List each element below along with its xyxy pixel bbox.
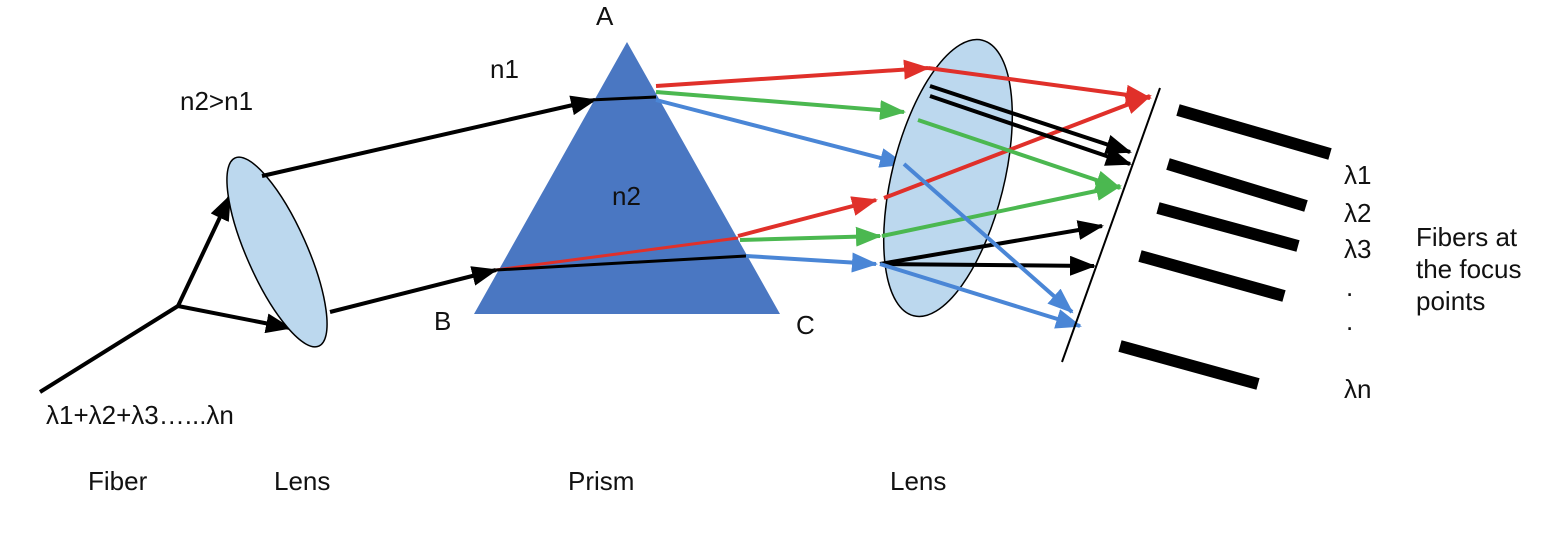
prism-internal-ray-red xyxy=(495,236,739,272)
output-fiber-4 xyxy=(1138,250,1286,302)
bottom-blue-ray xyxy=(745,252,878,273)
focus-black-ray-4 xyxy=(879,255,1096,276)
focus-black-ray-1 xyxy=(929,84,1132,154)
collimated-ray-lower xyxy=(329,266,498,314)
index-condition-label: n2>n1 xyxy=(180,86,253,116)
vertex-a-label: A xyxy=(596,1,614,31)
focus-black-ray-2 xyxy=(929,94,1132,166)
lens1-caption: Lens xyxy=(274,466,330,496)
wavelength-1-label: λ1 xyxy=(1344,160,1371,190)
focal-plane-line xyxy=(1061,87,1161,363)
focus-black-ray-3 xyxy=(879,220,1104,266)
focus-red-ray-1 xyxy=(927,66,1152,105)
output-fiber-1 xyxy=(1176,104,1332,160)
input-ray-upper xyxy=(176,194,232,307)
fiber-caption: Fiber xyxy=(88,466,148,496)
focus-green-ray-2 xyxy=(881,181,1122,238)
prism xyxy=(474,42,780,314)
bottom-red-ray xyxy=(737,196,878,238)
focus-blue-ray-1 xyxy=(902,162,1074,314)
prism-caption: Prism xyxy=(568,466,634,496)
output-fiber-3 xyxy=(1156,202,1300,252)
vertex-b-label: B xyxy=(434,306,451,336)
focus-green-ray-1 xyxy=(917,118,1122,190)
input-fiber-line xyxy=(38,304,180,394)
collimating-lens xyxy=(226,156,328,348)
focus-blue-ray-2 xyxy=(879,262,1082,329)
focus-red-ray-2 xyxy=(883,94,1152,200)
fibers-caption-line3: points xyxy=(1416,286,1485,316)
n2-label: n2 xyxy=(612,181,641,211)
fibers-caption-line1: Fibers at xyxy=(1416,222,1518,252)
bottom-green-ray xyxy=(739,226,882,247)
lens2-caption: Lens xyxy=(890,466,946,496)
prism-internal-ray-top xyxy=(589,95,657,102)
collimated-ray-upper xyxy=(261,95,597,178)
ellipsis-dot-1: . xyxy=(1346,272,1353,302)
top-green-ray xyxy=(655,90,906,121)
wavelength-n-label: λn xyxy=(1344,374,1371,404)
input-signal-label: λ1+λ2+λ3…...λn xyxy=(46,400,234,430)
fibers-caption-line2: the focus xyxy=(1416,254,1522,284)
top-red-ray xyxy=(655,59,930,88)
vertex-c-label: C xyxy=(796,310,815,340)
prism-internal-ray-black xyxy=(495,254,747,272)
wavelength-2-label: λ2 xyxy=(1344,198,1371,228)
n1-label: n1 xyxy=(490,54,519,84)
ellipsis-dot-2: . xyxy=(1346,306,1353,336)
wavelength-3-label: λ3 xyxy=(1344,234,1371,264)
input-ray-lower xyxy=(177,304,292,334)
output-fiber-2 xyxy=(1166,158,1308,212)
top-blue-ray xyxy=(655,98,906,168)
output-fiber-n xyxy=(1118,340,1260,390)
